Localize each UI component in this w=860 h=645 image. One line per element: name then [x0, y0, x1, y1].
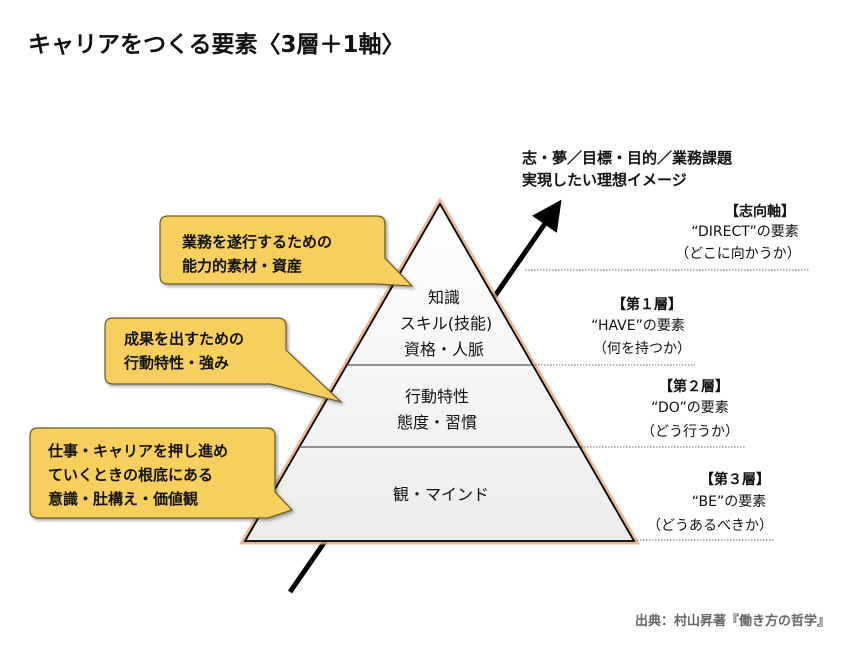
- callout-be-line3: 意識・肚構え・価値観: [48, 490, 198, 508]
- callout-have-line2: 能力的素材・資産: [182, 257, 302, 275]
- layer1-line1: 知識: [428, 288, 460, 307]
- callout-be: [29, 427, 294, 519]
- callout-be-line1: 仕事・キャリアを押し進め: [47, 442, 228, 460]
- label-do-sub: “DO”の要素: [651, 400, 729, 416]
- callout-be-line2: ていくときの根底にある: [48, 466, 213, 484]
- label-have-sub: “HAVE”の要素: [591, 318, 685, 334]
- callout-do: [104, 317, 344, 404]
- label-be-title: 【第３層】: [700, 471, 770, 488]
- callout-do-line2: 行動特性・強み: [123, 354, 229, 372]
- layer1-line2: スキル(技能): [400, 314, 493, 333]
- label-direct-sub: “DIRECT”の要素: [691, 224, 799, 240]
- label-do-title: 【第２層】: [659, 378, 729, 395]
- layer3-line1: 観・マインド: [393, 485, 489, 504]
- label-do-q: （どう行うか）: [641, 424, 739, 440]
- callout-do-line1: 成果を出すための: [124, 330, 244, 348]
- layer2-line2: 態度・習慣: [397, 413, 477, 432]
- axis-label-line2: 実現したい理想イメージ: [522, 171, 687, 189]
- layer1-line3: 資格・人脈: [404, 340, 484, 359]
- pyramid: 知識 スキル(技能) 資格・人脈 行動特性 態度・習慣 観・マインド: [238, 196, 641, 545]
- callout-have: [159, 215, 414, 287]
- label-have-title: 【第１層】: [612, 296, 682, 313]
- label-be-sub: “BE”の要素: [692, 494, 767, 510]
- source-citation: 出典：村山昇著『働き方の哲学』: [635, 613, 830, 629]
- label-direct-q: （どこに向かうか）: [675, 246, 801, 262]
- page-title: キャリアをつくる要素〈3層＋1軸〉: [28, 31, 405, 58]
- axis-label-line1: 志・夢／目標・目的／業務課題: [522, 149, 733, 167]
- layer2-line1: 行動特性: [405, 387, 469, 406]
- label-have-q: （何を持つか）: [593, 341, 691, 357]
- label-be-q: （どうあるべきか）: [647, 518, 773, 534]
- callout-have-line1: 業務を遂行するための: [181, 233, 332, 251]
- label-direct-title: 【志向軸】: [725, 203, 795, 220]
